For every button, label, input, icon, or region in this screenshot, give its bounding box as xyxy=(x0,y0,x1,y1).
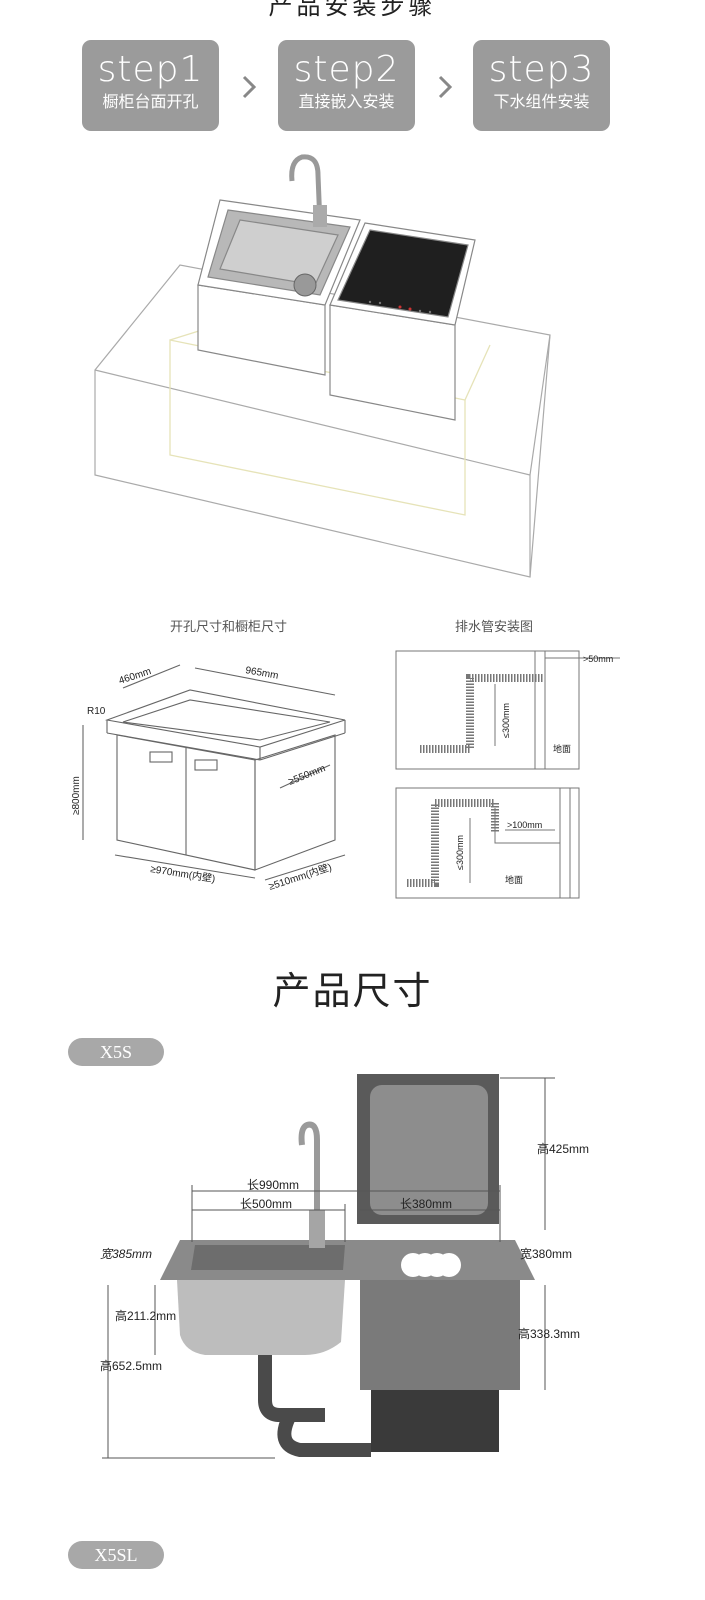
drain-height-label: ≤300mm xyxy=(501,703,511,738)
page-header-title: 产品安装步骤 xyxy=(268,0,437,20)
floor-label: 地面 xyxy=(505,874,523,885)
dim-label: 高652.5mm xyxy=(100,1358,162,1373)
dim-label: ≥970mm(内壁) xyxy=(150,862,217,885)
floor-label: 地面 xyxy=(553,743,571,754)
model-tag-x5sl: X5SL xyxy=(68,1541,164,1569)
cabinet-dimension-diagram: 460mm 965mm R10 ≥800mm ≥550mm ≥970mm(内壁)… xyxy=(71,664,346,893)
step-title: step2 xyxy=(293,49,400,90)
dim-label: 460mm xyxy=(118,666,153,687)
step-card-2: step2 直接嵌入安装 xyxy=(278,40,415,131)
dim-label: 高425mm xyxy=(537,1141,589,1156)
step-title: step3 xyxy=(488,49,595,90)
cabinet-diagram-caption: 开孔尺寸和橱柜尺寸 xyxy=(170,619,288,634)
dim-label: 宽380mm xyxy=(520,1246,572,1261)
chevron-right-icon xyxy=(438,75,453,99)
model-tag-x5s: X5S xyxy=(68,1038,164,1066)
installation-illustration xyxy=(94,154,551,578)
dim-label: 宽385mm xyxy=(100,1247,152,1261)
dim-label: 高338.3mm xyxy=(518,1326,580,1341)
step-desc: 下水组件安装 xyxy=(493,94,590,111)
dim-label: ≥800mm xyxy=(71,776,82,815)
dim-label: ≥550mm xyxy=(287,763,327,788)
dim-label: 高211.2mm xyxy=(115,1308,176,1323)
step-desc: 橱柜台面开孔 xyxy=(102,94,199,111)
product-dimension-illustration: 长990mm 长500mm 长380mm 高425mm 宽385mm 宽380m… xyxy=(100,1074,589,1459)
drain-diagram-caption: 排水管安装图 xyxy=(455,619,534,634)
drain-gap-label: >50mm xyxy=(583,654,613,664)
drain-gap-label: >100mm xyxy=(507,820,542,830)
dim-label: 965mm xyxy=(244,665,279,682)
drain-height-label: ≤300mm xyxy=(455,835,465,870)
step-card-3: step3 下水组件安装 xyxy=(473,40,610,131)
dim-label: R10 xyxy=(87,706,106,717)
drain-diagram-top: >50mm ≤300mm 地面 >100mm ≤300mm 地面 xyxy=(395,650,620,899)
dim-label: 长500mm xyxy=(240,1197,292,1211)
chevron-right-icon xyxy=(242,75,257,99)
step-title: step1 xyxy=(97,49,204,90)
section-title: 产品尺寸 xyxy=(272,971,433,1013)
step-desc: 直接嵌入安装 xyxy=(298,94,395,111)
step-card-1: step1 橱柜台面开孔 xyxy=(82,40,219,131)
dim-label: 长380mm xyxy=(400,1197,452,1211)
dim-label: 长990mm xyxy=(247,1178,299,1192)
